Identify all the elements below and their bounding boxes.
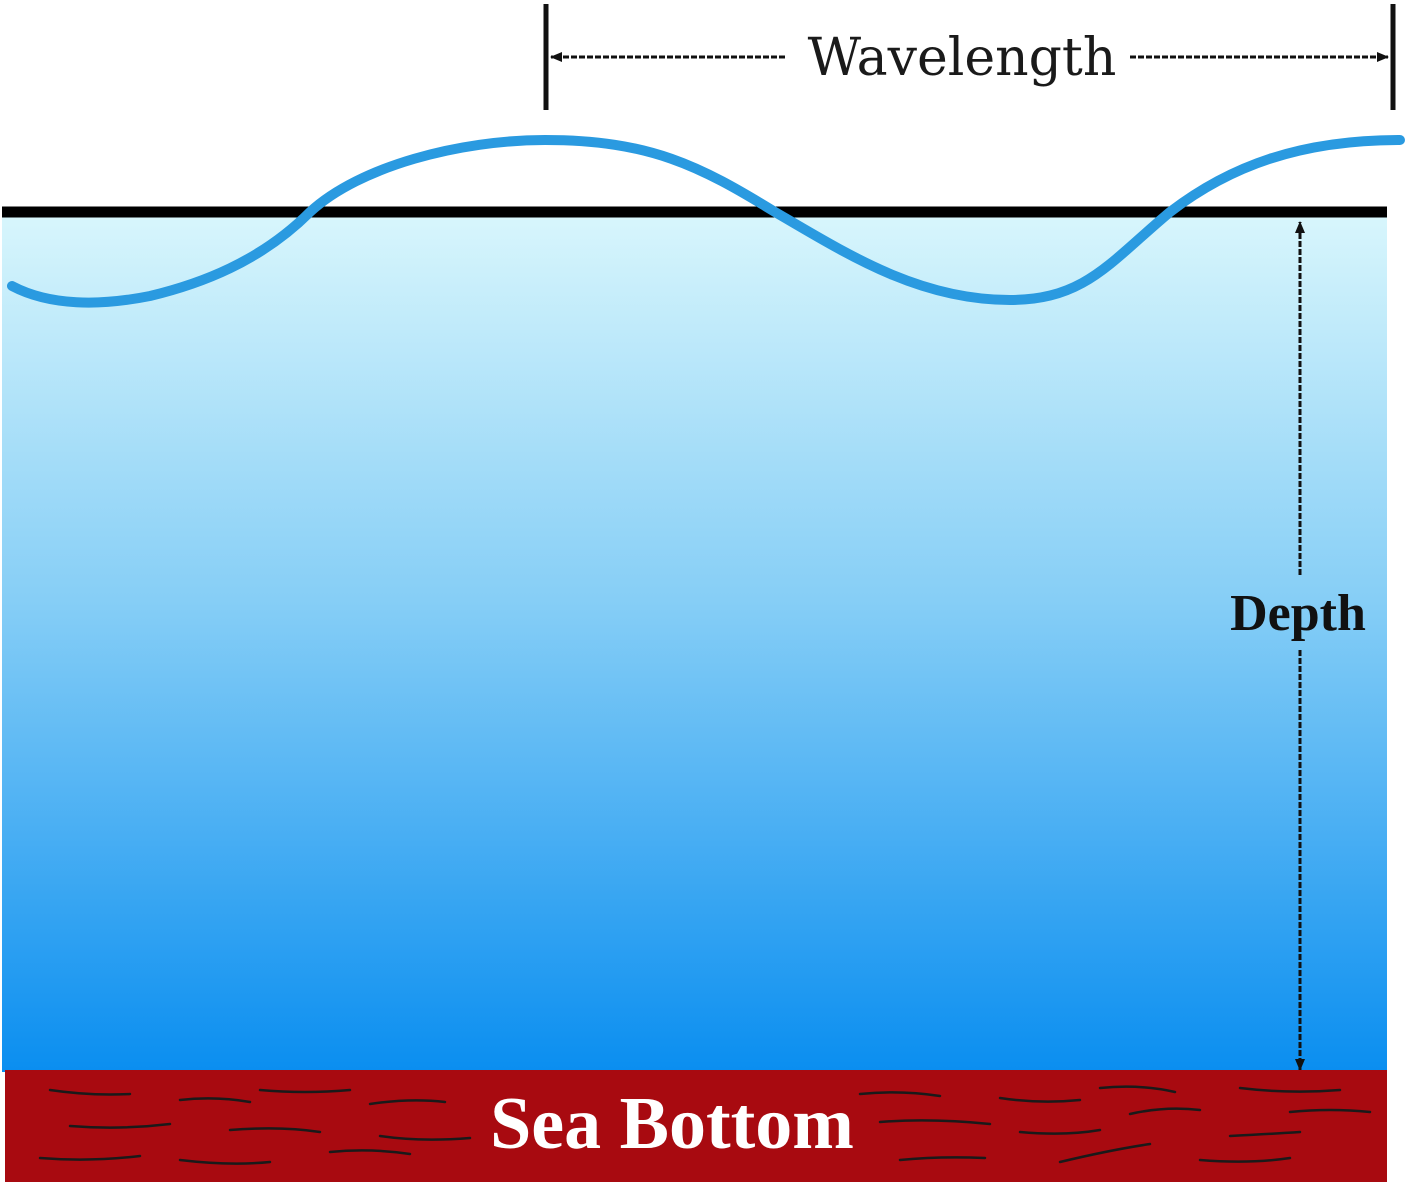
depth-label: Depth (1230, 585, 1366, 642)
sea-bottom-streaks (38, 1085, 1372, 1165)
wave-curve (7, 135, 1405, 308)
sea-bottom-label: Sea Bottom (490, 1083, 854, 1165)
water-body (2, 214, 1387, 1072)
wavelength-label: Wavelength (808, 28, 1117, 88)
